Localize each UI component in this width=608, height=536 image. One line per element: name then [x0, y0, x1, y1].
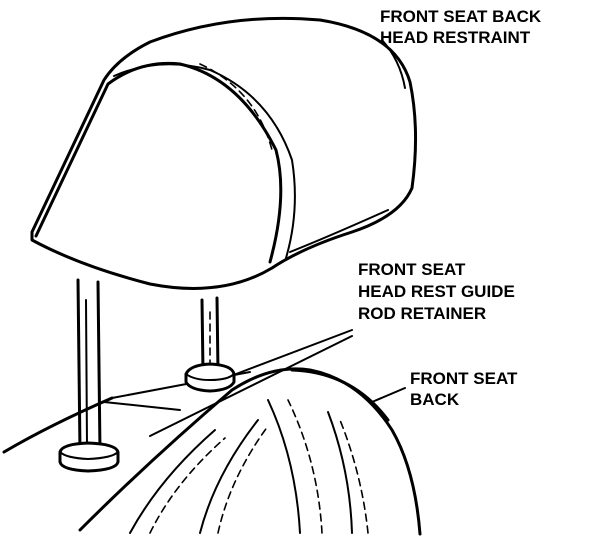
leader-seat-back	[371, 387, 406, 403]
leader-guide-rod-retainer-1	[235, 329, 353, 375]
left-rod-base	[58, 441, 120, 473]
left-guide-rod	[76, 278, 102, 454]
label-seat-back-line2: BACK	[410, 390, 460, 409]
label-guide-rod-retainer: FRONT SEAT HEAD REST GUIDE ROD RETAINER	[358, 260, 515, 323]
leader-guide-rod-retainer-2	[149, 335, 353, 437]
label-guide-rod-retainer-line3: ROD RETAINER	[358, 304, 486, 323]
seat-back	[2, 367, 422, 536]
head-restraint	[30, 16, 418, 290]
label-head-restraint-line1: FRONT SEAT BACK	[380, 7, 542, 26]
label-seat-back: FRONT SEAT BACK	[410, 369, 518, 409]
leader-lines	[149, 39, 406, 437]
label-guide-rod-retainer-line2: HEAD REST GUIDE	[358, 282, 515, 301]
guide-rod-retainer	[184, 362, 236, 393]
label-seat-back-line1: FRONT SEAT	[410, 369, 518, 388]
label-head-restraint-line2: HEAD RESTRAINT	[380, 28, 531, 47]
label-head-restraint: FRONT SEAT BACK HEAD RESTRAINT	[380, 7, 542, 47]
leader-head-restraint	[381, 39, 406, 89]
label-guide-rod-retainer-line1: FRONT SEAT	[358, 260, 466, 279]
right-guide-rod	[200, 296, 220, 374]
